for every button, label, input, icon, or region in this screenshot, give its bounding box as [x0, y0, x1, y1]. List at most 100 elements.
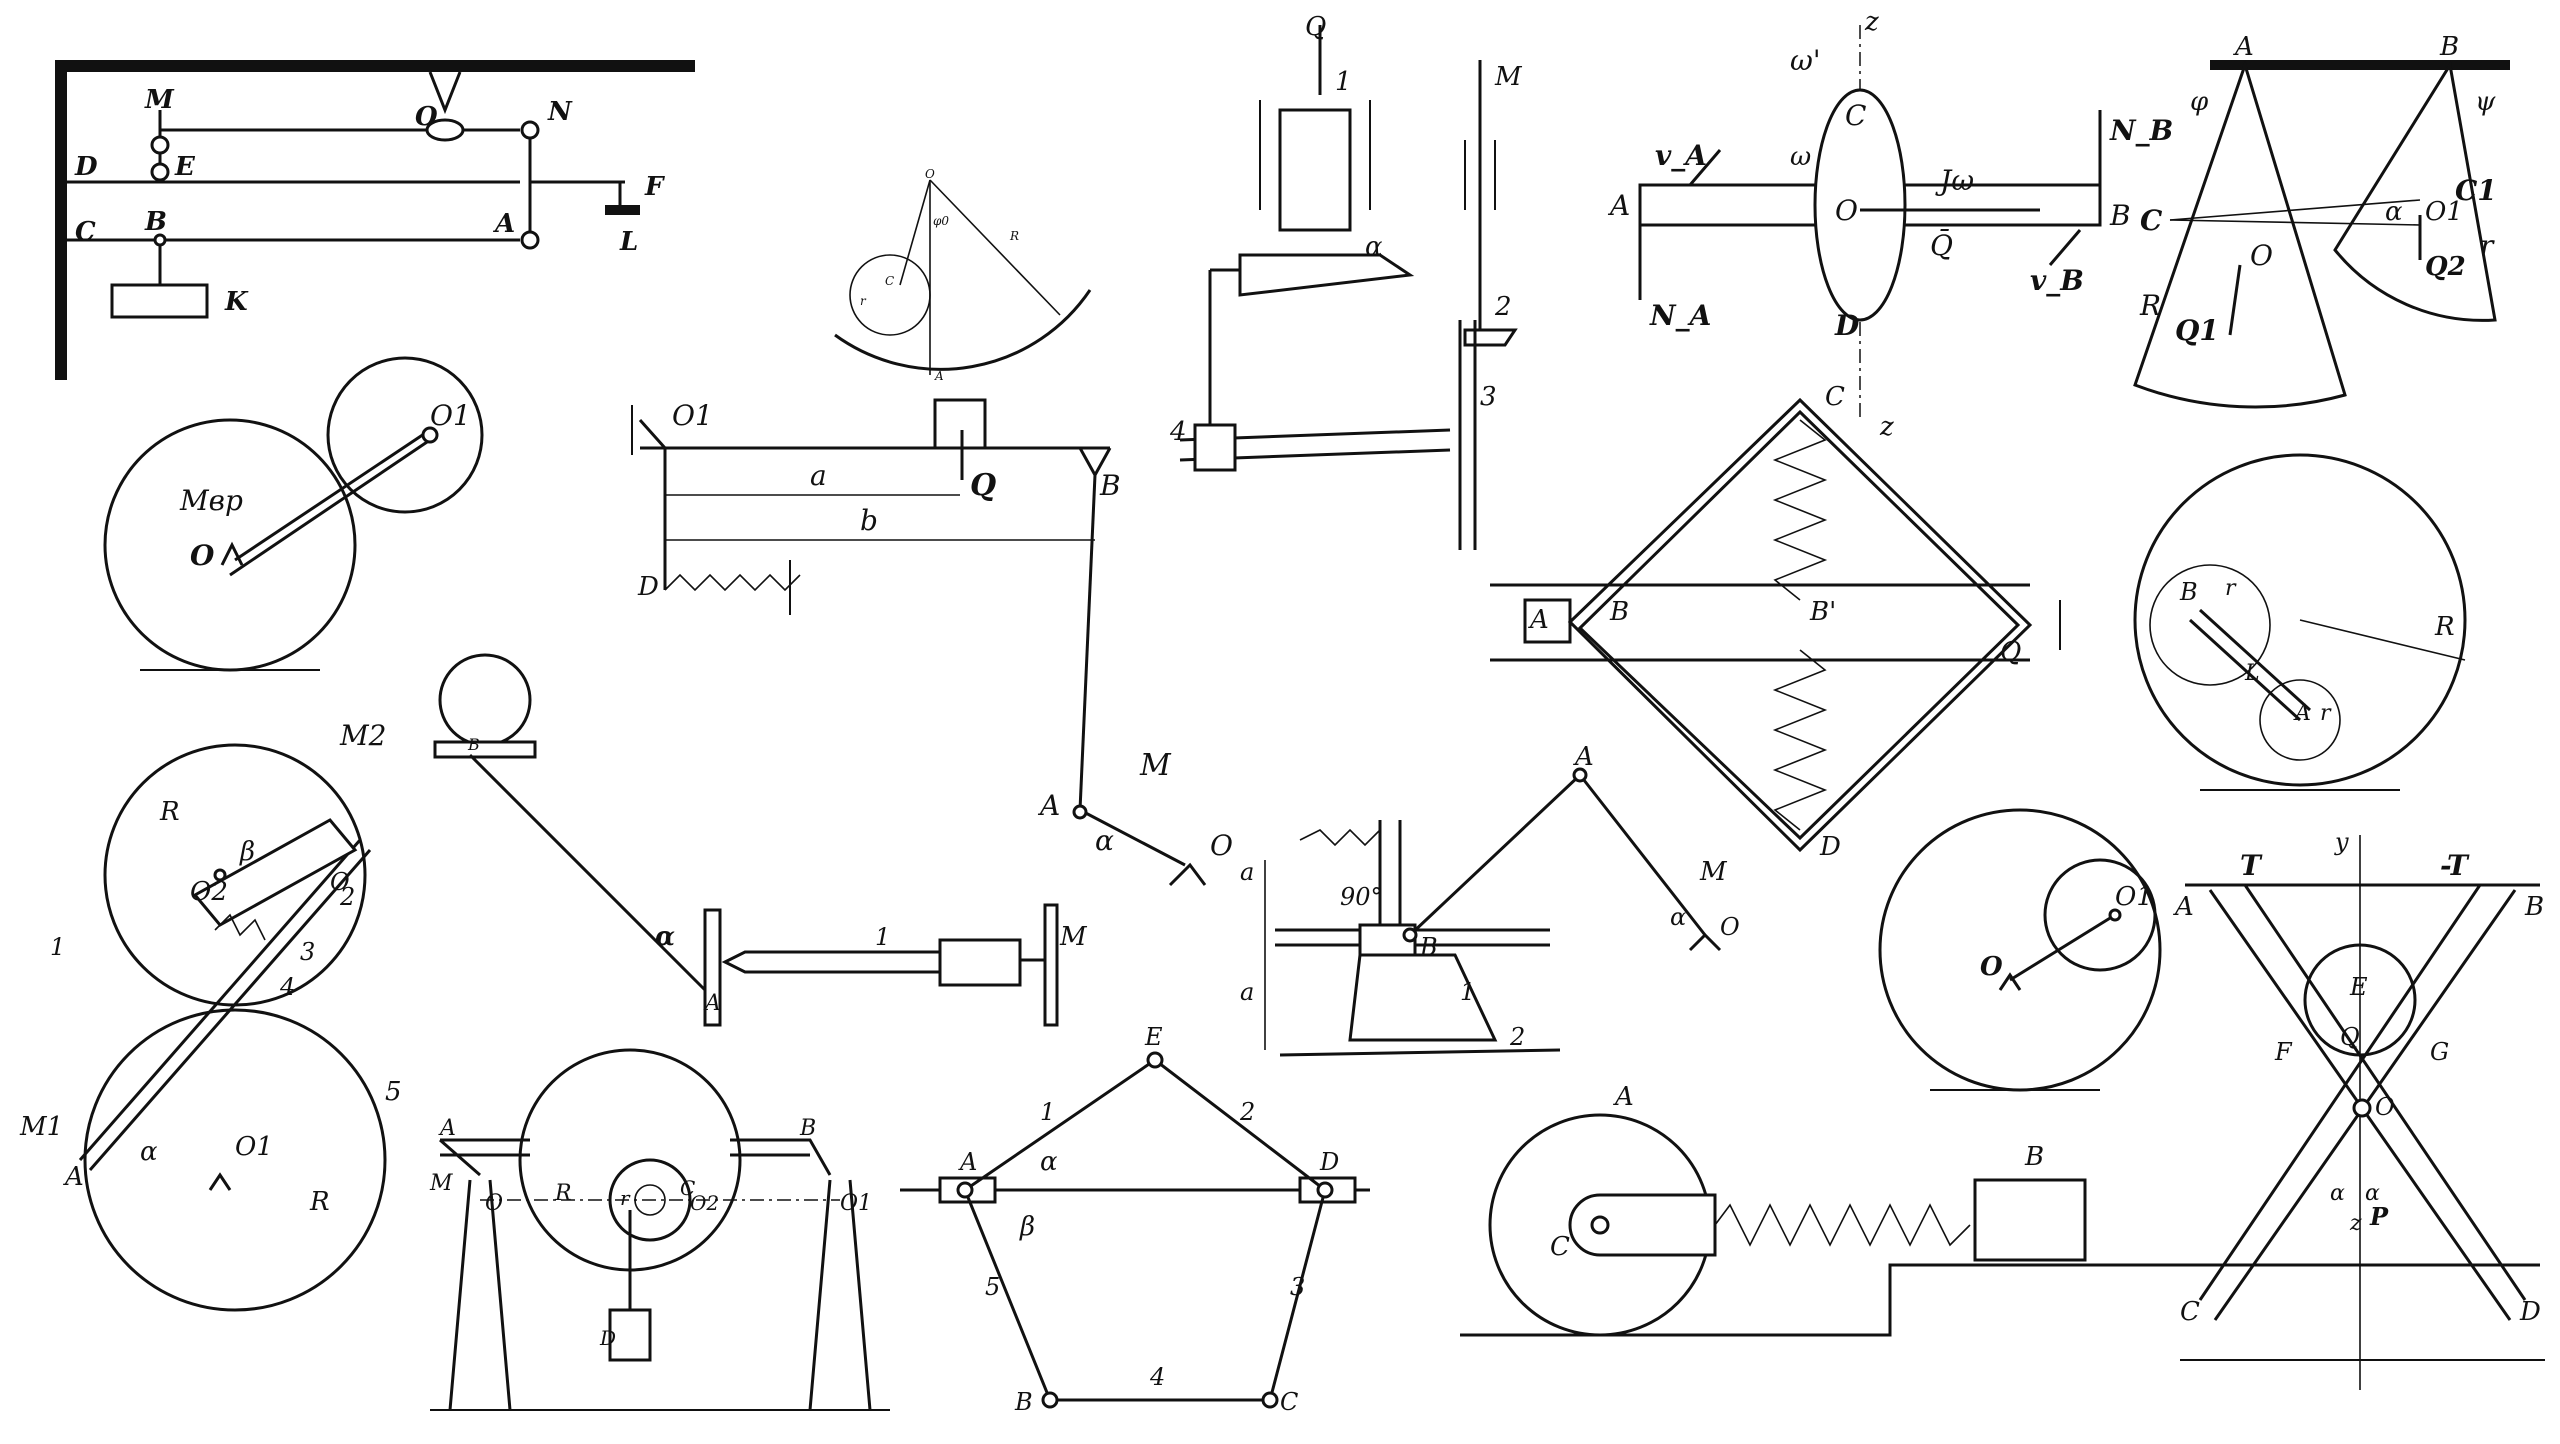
label: B [1419, 933, 1438, 961]
label: G [2430, 1038, 2449, 1066]
label: α [2385, 197, 2403, 227]
label: R [1009, 229, 1019, 243]
label: A [1528, 605, 1549, 635]
label: B [2109, 199, 2131, 232]
label: R [309, 1187, 330, 1217]
label: B [2179, 578, 2198, 606]
label: α [1040, 1147, 1058, 1177]
label: v_B [2030, 264, 2084, 297]
label: y [2334, 828, 2349, 856]
label: K [224, 287, 249, 317]
label: 3 [1290, 1273, 1305, 1301]
label: C [1825, 382, 1845, 412]
label: 90° [1340, 883, 1383, 911]
label: α [1095, 824, 1114, 857]
label: C [75, 217, 96, 247]
label: r [2225, 576, 2237, 601]
label: C1 [2455, 174, 2497, 207]
label: A [1037, 789, 1060, 822]
label: M1 [19, 1112, 63, 1142]
label: E [1144, 1023, 1163, 1051]
label: M [1494, 62, 1523, 92]
label: L [619, 227, 638, 257]
lever-frame-diagram: M O N D E F C B A L K [55, 60, 695, 380]
label: α [2365, 1181, 2380, 1206]
label: A [958, 1148, 977, 1176]
label: Q [2000, 637, 2021, 667]
label: E [174, 152, 196, 182]
label: O [1835, 194, 1858, 227]
label: M [144, 85, 175, 115]
label: v_A [1655, 139, 1707, 172]
inner-disk-diagram: O1 O [1878, 808, 2162, 1092]
label: C [680, 1176, 695, 1200]
label: A [1607, 189, 1630, 222]
ball-in-ring-diagram: B r R L A r [2133, 453, 2467, 791]
label: B [1099, 469, 1121, 502]
label: A [1613, 1082, 1634, 1112]
two-sectors-diagram: A B φ ψ C C1 α O1 O Q2 r R Q1 [2133, 32, 2510, 409]
label: A [63, 1162, 84, 1192]
label: O [415, 102, 438, 132]
label: O [1980, 952, 2003, 982]
label: O2 [190, 877, 228, 907]
label: O [925, 167, 935, 181]
label: O2 [690, 1191, 719, 1215]
label: ω [1790, 142, 1811, 172]
label: N_A [1649, 299, 1711, 332]
label: B [467, 735, 480, 754]
label: β [1019, 1212, 1035, 1242]
label: A [2233, 32, 2254, 62]
label: R [2434, 612, 2455, 642]
label: Jω [1935, 164, 1974, 197]
label: 1 [50, 933, 65, 961]
roller-spring-diagram: A B C [1460, 1082, 2540, 1337]
label: 4 [279, 973, 295, 1001]
rhombus-spring-diagram: C A B B' Q D [1490, 382, 2061, 862]
label: a [1240, 978, 1254, 1006]
label: O [1210, 829, 1233, 862]
label: A [492, 209, 515, 239]
label: O1 [840, 1191, 872, 1216]
label: O [485, 1191, 503, 1216]
label: z [1879, 412, 1894, 442]
label: R [2139, 289, 2161, 322]
label: 5 [385, 1077, 402, 1107]
label: A [438, 1116, 456, 1141]
wedge-press-diagram: Q 1 α 2 3 4 M [1169, 12, 1523, 550]
label: -T [2440, 849, 2470, 882]
label: C [1280, 1388, 1298, 1416]
label: 2 [1494, 292, 1512, 322]
label: C [1550, 1232, 1570, 1262]
label: 2 [339, 883, 355, 911]
label: B [799, 1116, 816, 1141]
label: R [554, 1181, 572, 1206]
label: φ0 [933, 214, 949, 228]
label: D [637, 572, 659, 602]
label: O [2250, 239, 2273, 272]
gear-pair-diagram: O1 Mвр O [103, 356, 484, 672]
label: r [2320, 701, 2332, 726]
label: D [1319, 1148, 1339, 1176]
label: O [190, 539, 215, 572]
label: L [2244, 661, 2260, 686]
label: B [2524, 892, 2544, 922]
bead-in-bowl-diagram: O φ0 R r C A [834, 167, 1092, 383]
label: Q2 [2425, 252, 2466, 282]
label: 4 [1169, 417, 1187, 447]
label: C [1845, 99, 1866, 132]
label: B [1609, 597, 1629, 627]
label: M2 [339, 719, 386, 752]
label: α [2330, 1181, 2345, 1206]
label: z [1864, 7, 1879, 37]
label: O1 [2115, 882, 2153, 912]
label: α [1670, 903, 1686, 931]
label: α [1365, 232, 1383, 262]
label: 5 [985, 1273, 1000, 1301]
label: Q1 [2175, 314, 2219, 347]
label: D [74, 152, 98, 182]
label: Q [1305, 12, 1326, 42]
label: 1 [1460, 978, 1475, 1006]
label: A [2293, 701, 2311, 726]
